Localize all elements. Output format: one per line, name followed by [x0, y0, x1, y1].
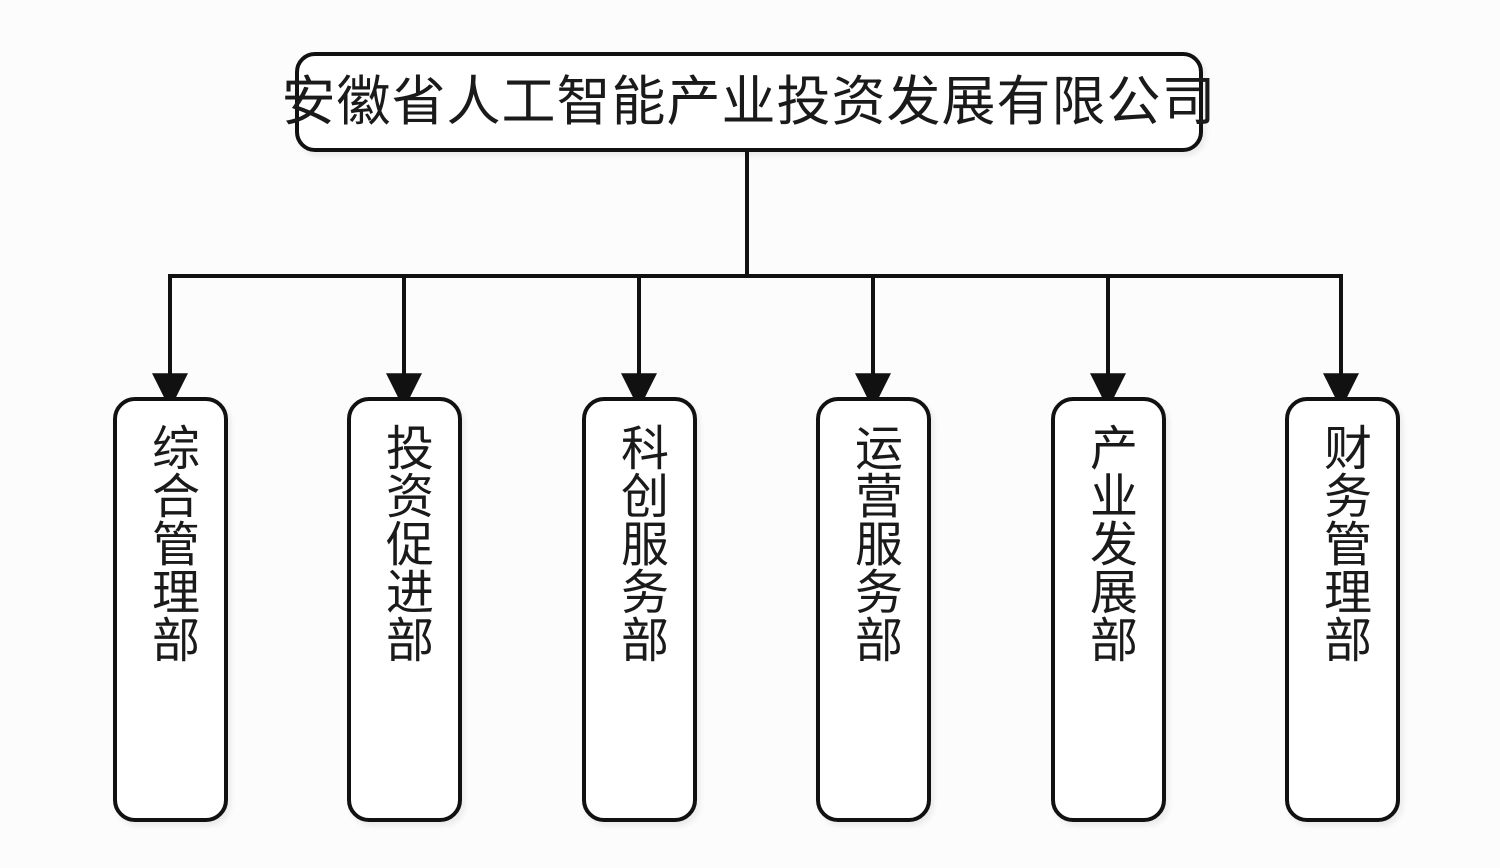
dept-node-label: 科创服务部 — [612, 423, 668, 663]
dept-node-label: 投资促进部 — [377, 423, 433, 663]
org-root-node[interactable]: 安徽省人工智能产业投资发展有限公司 — [282, 52, 1216, 152]
dept-node-yunying-fuwu[interactable]: 运营服务部 — [816, 397, 931, 822]
dept-node-label: 运营服务部 — [846, 423, 902, 663]
dept-node-chanye-fazhan[interactable]: 产业发展部 — [1051, 397, 1166, 822]
dept-node-touzi-cujin[interactable]: 投资促进部 — [347, 397, 462, 822]
dept-node-label: 财务管理部 — [1315, 423, 1371, 663]
dept-node-caiwu-guanli[interactable]: 财务管理部 — [1285, 397, 1400, 822]
dept-node-kechuang-fuwu[interactable]: 科创服务部 — [582, 397, 697, 822]
dept-node-label: 综合管理部 — [143, 423, 199, 663]
dept-node-label: 产业发展部 — [1081, 423, 1137, 663]
root-node-label: 安徽省人工智能产业投资发展有限公司 — [281, 70, 1217, 133]
dept-node-zonghe-guanli[interactable]: 综合管理部 — [113, 397, 228, 822]
